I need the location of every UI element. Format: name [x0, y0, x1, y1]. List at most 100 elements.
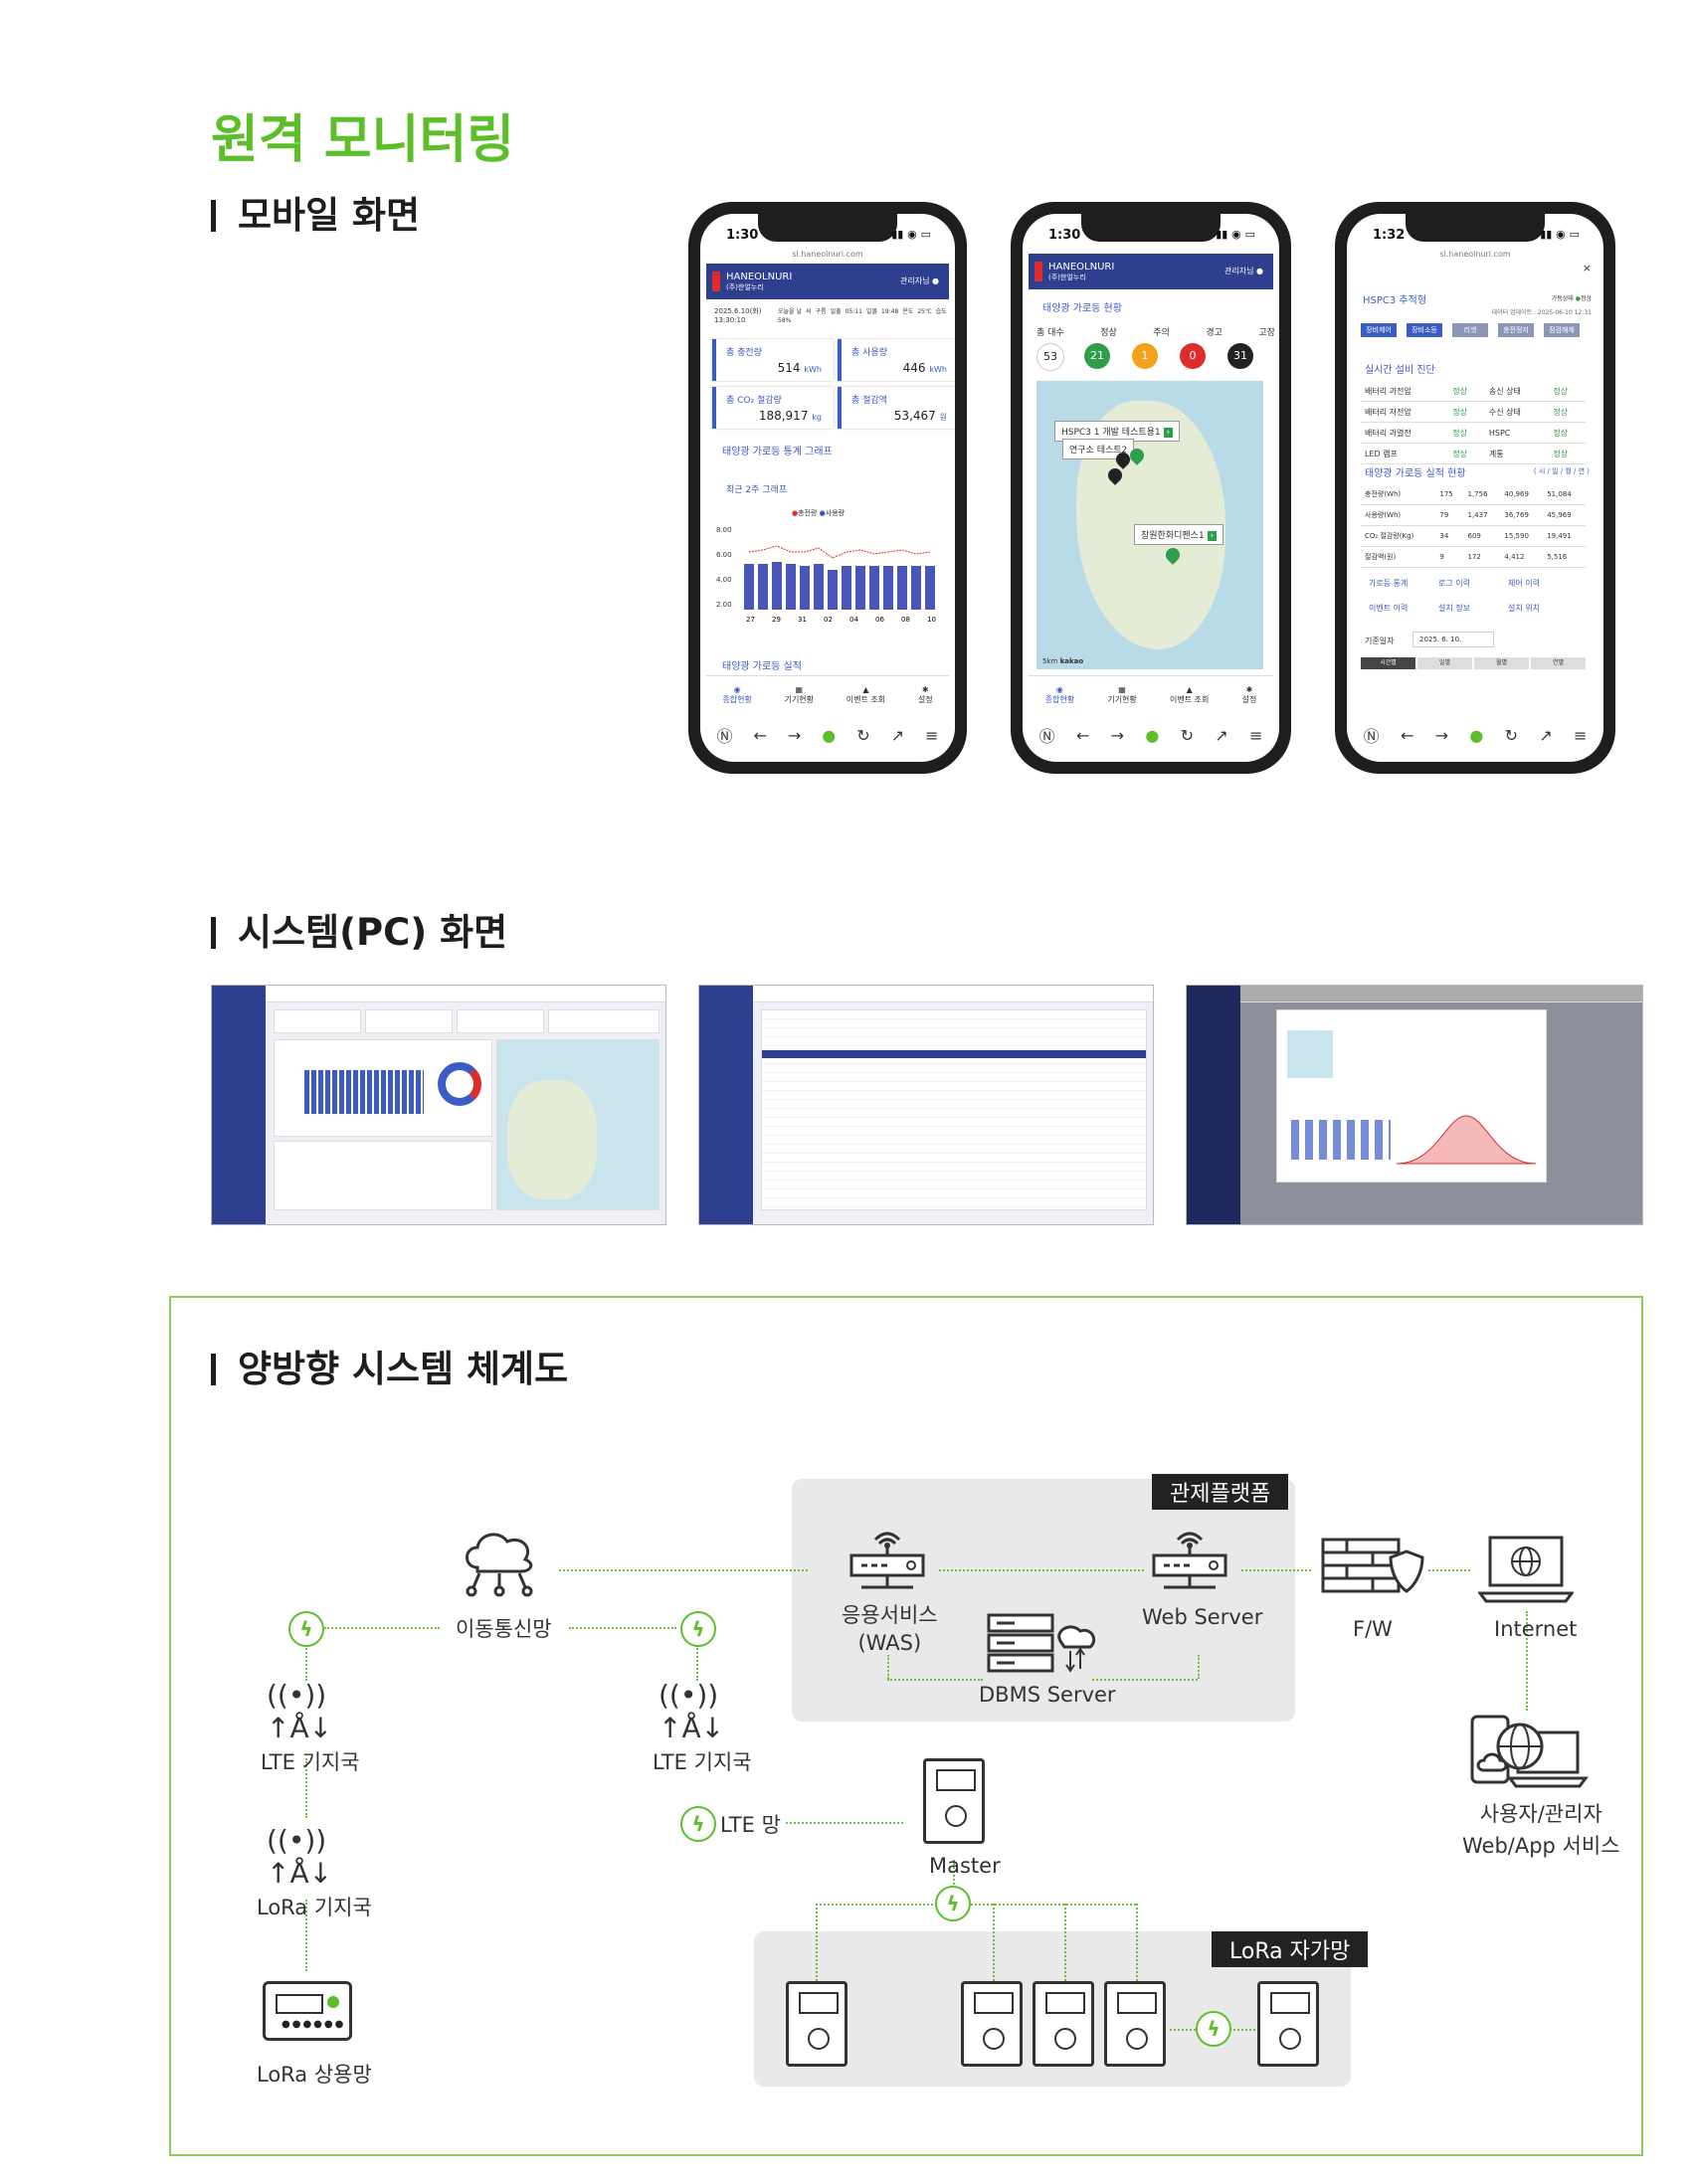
date-input[interactable]: 2025. 6. 10.: [1412, 632, 1494, 647]
antenna-icon: ((•))↑Å↓: [267, 1679, 333, 1744]
graph-subtitle: 최근 2주 그래프: [726, 485, 788, 495]
btn-control[interactable]: 장비제어: [1361, 323, 1397, 337]
menu-icon[interactable]: ≡: [1573, 725, 1588, 745]
dbms-label: DBMS Server: [979, 1683, 1116, 1707]
home-icon[interactable]: ●: [1469, 725, 1484, 745]
forward-icon[interactable]: →: [1434, 725, 1449, 745]
device-state: 가동상태 ●정상: [1551, 295, 1592, 302]
forward-icon[interactable]: →: [1110, 725, 1125, 745]
brand-sub: (주)한얼누리: [1048, 273, 1086, 281]
url-bar[interactable]: sl.haneolnuri.com: [1439, 250, 1511, 259]
reload-icon[interactable]: ↻: [1180, 725, 1194, 745]
date-block: 2025.6.10(화)13:30:10: [714, 307, 762, 324]
link-control[interactable]: 제어 이력: [1508, 579, 1540, 588]
link-event[interactable]: 이벤트 이력: [1369, 604, 1409, 613]
nav-summary[interactable]: ◉종합현황: [722, 685, 752, 704]
admin-label: 관리자님: [900, 276, 930, 285]
home-icon[interactable]: ●: [1145, 725, 1160, 745]
user-devices-icon: [1470, 1715, 1589, 1788]
home-icon[interactable]: ●: [822, 725, 837, 745]
nav-devices[interactable]: ▦기기현황: [1107, 685, 1137, 704]
svg-text:31: 31: [798, 616, 807, 624]
tab-day[interactable]: 일별: [1417, 657, 1472, 669]
lora-commercial-label: LoRa 상용망: [257, 2063, 372, 2087]
card-total-charge[interactable]: 총 충전량 514 kWh: [712, 339, 834, 381]
share-icon[interactable]: ↗: [1215, 725, 1228, 745]
link-install[interactable]: 설치 정보: [1438, 604, 1470, 613]
svg-text:10: 10: [927, 616, 936, 624]
tab-hour[interactable]: 시간별: [1361, 657, 1415, 669]
perf-units: ( 시 / 일 / 월 / 연 ): [1533, 467, 1590, 475]
svg-text:06: 06: [875, 616, 884, 624]
antenna-icon: ((•))↑Å↓: [267, 1824, 333, 1890]
status-heading: 태양광 가로등 현황: [1042, 303, 1122, 314]
nav-settings[interactable]: ✱설정: [1241, 685, 1257, 704]
url-bar[interactable]: sl.haneolnuri.com: [792, 250, 863, 259]
control-platform-area: [792, 1479, 1295, 1722]
node-meter-icon: [1104, 1981, 1166, 2067]
card-total-use[interactable]: 총 사용량 446 kWh: [838, 339, 955, 381]
control-platform-tag: 관제플랫폼: [1152, 1474, 1289, 1510]
card-co2[interactable]: 총 CO₂ 절감량 188,917 kg: [712, 387, 834, 429]
map-popup-3[interactable]: 창원한화디펜스1 ›: [1134, 524, 1224, 545]
btn-reset[interactable]: 리셋: [1452, 323, 1488, 337]
link-stats[interactable]: 가로등 통계: [1369, 579, 1409, 588]
node-meter-icon: [961, 1981, 1023, 2067]
share-icon[interactable]: ↗: [1539, 725, 1553, 745]
period-tabs: 시간별 일별 월별 연별: [1361, 657, 1586, 669]
firewall-icon: [1321, 1538, 1424, 1593]
count-total[interactable]: 53: [1036, 343, 1064, 371]
svg-text:4.00: 4.00: [716, 576, 732, 584]
lte-station-1-label: LTE 기지국: [261, 1750, 360, 1774]
user-icon[interactable]: ●: [1256, 267, 1263, 275]
bolt-icon: ϟ: [1196, 2011, 1231, 2047]
card-savings[interactable]: 총 절감액 53,467 원: [838, 387, 955, 429]
btn-inspect[interactable]: 점검해제: [1544, 323, 1580, 337]
menu-icon[interactable]: ≡: [925, 725, 939, 745]
n-icon[interactable]: Ⓝ: [716, 727, 733, 746]
nav-summary[interactable]: ◉종합현황: [1044, 685, 1075, 704]
tab-year[interactable]: 연별: [1531, 657, 1586, 669]
share-icon[interactable]: ↗: [890, 725, 905, 745]
back-icon[interactable]: ←: [1400, 725, 1414, 745]
btn-off[interactable]: 장비소등: [1407, 323, 1442, 337]
page-title: 원격 모니터링: [211, 110, 515, 170]
diagram-frame: [169, 1296, 1643, 2156]
n-icon[interactable]: Ⓝ: [1363, 727, 1380, 746]
lte-station-2-label: LTE 기지국: [653, 1750, 752, 1774]
count-caution[interactable]: 1: [1132, 343, 1158, 369]
nav-events[interactable]: ▲이벤트 조회: [846, 685, 886, 704]
tab-month[interactable]: 월별: [1474, 657, 1529, 669]
menu-icon[interactable]: ≡: [1248, 725, 1263, 745]
count-warning[interactable]: 0: [1180, 343, 1206, 369]
link-log[interactable]: 로그 이력: [1438, 579, 1470, 588]
brand-name: HANEOLNURI: [726, 272, 793, 282]
count-normal[interactable]: 21: [1084, 343, 1110, 369]
close-icon[interactable]: ×: [1582, 262, 1592, 274]
user-icon[interactable]: ●: [932, 276, 939, 285]
nav-devices[interactable]: ▦기기현황: [784, 685, 815, 704]
link-location[interactable]: 설치 위치: [1508, 604, 1540, 613]
forward-icon[interactable]: →: [787, 725, 802, 745]
diag-title: 실시간 설비 진단: [1365, 365, 1435, 376]
nav-events[interactable]: ▲이벤트 조회: [1170, 685, 1210, 704]
browser-bar: Ⓝ ← → ● ↻ ↗ ≡: [706, 720, 949, 750]
reload-icon[interactable]: ↻: [1504, 725, 1518, 745]
reload-icon[interactable]: ↻: [856, 725, 870, 745]
map-view[interactable]: HSPC3 1 개발 테스트용1 › 연구소 테스트2 창원한화디펜스1 › 5…: [1036, 381, 1263, 669]
section-title-pc: 시스템(PC) 화면: [211, 902, 507, 956]
count-fault[interactable]: 31: [1227, 343, 1253, 369]
nav-settings[interactable]: ✱설정: [917, 685, 933, 704]
back-icon[interactable]: ←: [753, 725, 767, 745]
bolt-icon: ϟ: [935, 1886, 971, 1921]
back-icon[interactable]: ←: [1075, 725, 1090, 745]
btn-charge-stop[interactable]: 충전정지: [1498, 323, 1534, 337]
n-icon[interactable]: Ⓝ: [1038, 727, 1055, 746]
status-icons: ▮▮ ◉ ▭: [1216, 228, 1255, 241]
